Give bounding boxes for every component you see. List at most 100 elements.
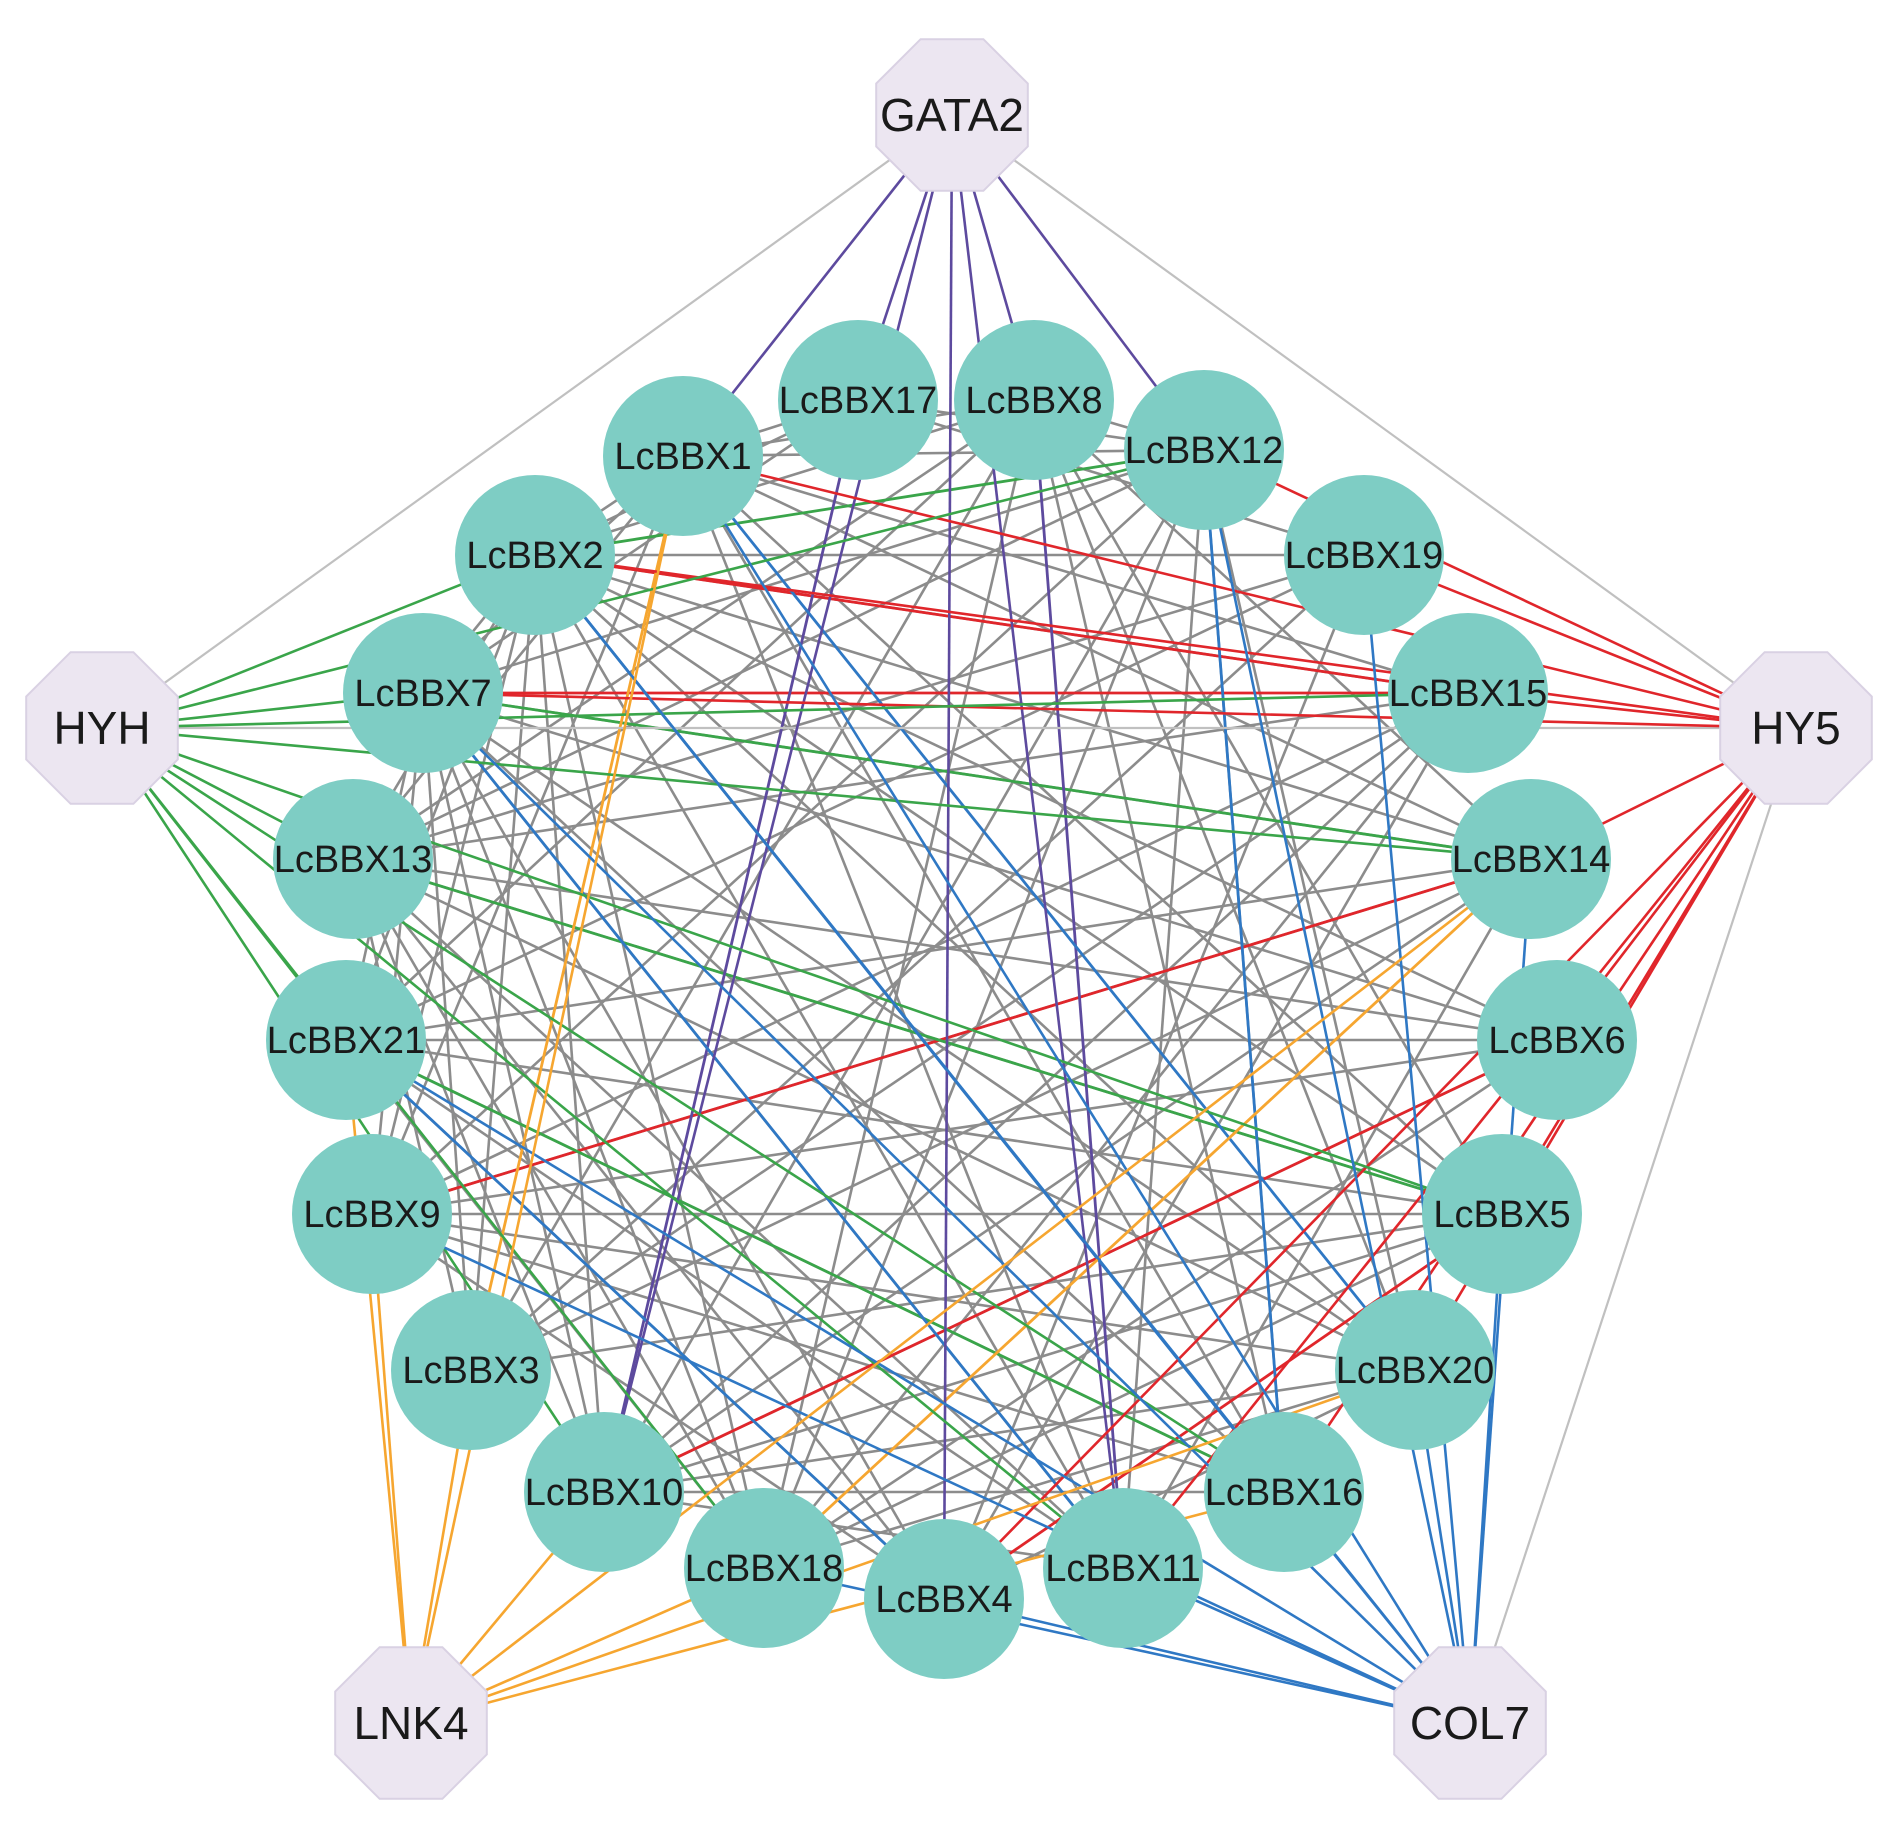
edge-lcbbx11-lcbbx10 [603, 1490, 1124, 1570]
edge-lcbbx20-lcbbx18 [763, 1368, 1416, 1570]
edge-lcbbx14-lcbbx2 [534, 553, 1532, 861]
edge-lcbbx6-lcbbx9 [371, 1038, 1558, 1216]
edge-lcbbx6-lcbbx18 [763, 1038, 1558, 1570]
edge-lnk4-lcbbx1 [409, 455, 685, 1724]
node-lcbbx3[interactable]: LcBBX3 [391, 1290, 551, 1450]
node-circle [273, 779, 433, 939]
edge-lcbbx8-lcbbx18 [762, 399, 1036, 1569]
node-lcbbx1[interactable]: LcBBX1 [603, 376, 763, 536]
edge-lcbbx1-lcbbx16 [681, 455, 1286, 1493]
edge-lcbbx16-lcbbx9 [371, 1212, 1285, 1494]
edge-lcbbx1-lcbbx13 [351, 455, 685, 860]
edge-lcbbx10-lcbbx7 [421, 692, 606, 1493]
node-lcbbx20[interactable]: LcBBX20 [1335, 1290, 1495, 1450]
node-label: LcBBX20 [1336, 1350, 1494, 1392]
edge-lcbbx11-lcbbx13 [352, 858, 1124, 1569]
edge-lcbbx17-lcbbx19 [857, 398, 1365, 557]
node-lcbbx5[interactable]: LcBBX5 [1422, 1134, 1582, 1294]
edge-lcbbx12-lcbbx10 [602, 449, 1206, 1493]
node-circle [603, 376, 763, 536]
node-lcbbx12[interactable]: LcBBX12 [1124, 370, 1284, 530]
hub-hy5[interactable]: HY5 [1719, 651, 1873, 805]
node-label: LcBBX1 [614, 436, 751, 478]
hub-hyh[interactable]: HYH [25, 651, 179, 805]
node-lcbbx18[interactable]: LcBBX18 [684, 1488, 844, 1648]
edge-lcbbx3-lcbbx2 [469, 554, 537, 1371]
node-label: LcBBX7 [354, 673, 491, 715]
octagon-icon [1393, 1646, 1547, 1800]
edge-lcbbx12-lcbbx11 [1121, 449, 1206, 1569]
edge-lcbbx12-lcbbx13 [352, 448, 1205, 861]
node-circle [1451, 779, 1611, 939]
node-circle [864, 1519, 1024, 1679]
octagon-icon [1719, 651, 1873, 805]
edge-lcbbx1-lcbbx15 [682, 454, 1469, 695]
edge-hy5-lcbbx1 [682, 454, 1797, 730]
edge-lcbbx15-lcbbx18 [762, 692, 1470, 1569]
node-lcbbx16[interactable]: LcBBX16 [1204, 1412, 1364, 1572]
edge-lcbbx20-lcbbx13 [352, 857, 1416, 1372]
node-label: LcBBX2 [466, 535, 603, 577]
edge-lcbbx13-lcbbx5 [352, 857, 1503, 1216]
edge-lcbbx21-lcbbx16 [345, 1038, 1285, 1494]
edge-lcbbx17-lcbbx7 [422, 398, 859, 695]
node-lcbbx21[interactable]: LcBBX21 [266, 960, 426, 1120]
node-lcbbx11[interactable]: LcBBX11 [1043, 1488, 1203, 1648]
edge-col7-lcbbx9 [371, 1212, 1471, 1725]
node-lcbbx9[interactable]: LcBBX9 [292, 1134, 452, 1294]
edge-lcbbx20-lcbbx2 [534, 554, 1416, 1371]
edge-lcbbx4-lcbbx5 [943, 1212, 1503, 1601]
node-label: LcBBX12 [1125, 430, 1283, 472]
edge-lcbbx11-lcbbx21 [345, 1038, 1124, 1570]
node-lcbbx13[interactable]: LcBBX13 [273, 779, 433, 939]
node-circle [1422, 1134, 1582, 1294]
node-circle [1477, 960, 1637, 1120]
edge-lcbbx8-lcbbx11 [1032, 399, 1125, 1569]
edge-lcbbx6-lcbbx2 [534, 553, 1558, 1042]
node-lcbbx17[interactable]: LcBBX17 [778, 320, 938, 480]
edge-col7-lcbbx5 [1468, 1213, 1504, 1724]
node-label: LcBBX19 [1285, 535, 1443, 577]
node-lcbbx19[interactable]: LcBBX19 [1284, 475, 1444, 635]
hub-lnk4[interactable]: LNK4 [334, 1646, 488, 1800]
node-label: LcBBX6 [1488, 1020, 1625, 1062]
node-lcbbx14[interactable]: LcBBX14 [1451, 779, 1611, 939]
octagon-icon [334, 1646, 488, 1800]
node-lcbbx6[interactable]: LcBBX6 [1477, 960, 1637, 1120]
edge-hyh-lcbbx11 [101, 726, 1124, 1570]
edge-lcbbx5-lcbbx10 [603, 1212, 1503, 1494]
octagon-icon [25, 651, 179, 805]
node-lcbbx10[interactable]: LcBBX10 [524, 1412, 684, 1572]
node-label: LcBBX21 [267, 1020, 425, 1062]
node-lcbbx7[interactable]: LcBBX7 [343, 613, 503, 773]
edge-lcbbx12-lcbbx20 [1202, 449, 1417, 1371]
edge-lcbbx3-lcbbx13 [351, 858, 473, 1371]
edge-hyh-lcbbx18 [100, 727, 766, 1569]
edge-lcbbx10-lcbbx6 [603, 1038, 1558, 1494]
edge-hy5-lcbbx2 [534, 553, 1797, 730]
edge-gata2-lcbbx4 [942, 114, 954, 1600]
edge-lcbbx2-lcbbx15 [534, 553, 1469, 695]
edge-lcbbx7-lcbbx14 [422, 691, 1532, 861]
edge-lcbbx8-lcbbx3 [469, 399, 1036, 1371]
node-label: LcBBX4 [875, 1579, 1012, 1621]
edge-lcbbx9-lcbbx7 [370, 692, 425, 1215]
edge-lcbbx9-lcbbx14 [371, 857, 1532, 1216]
node-lcbbx8[interactable]: LcBBX8 [954, 320, 1114, 480]
edge-hyh-lcbbx12 [101, 448, 1205, 730]
edge-lcbbx1-lcbbx11 [681, 455, 1125, 1569]
edge-hyh-lcbbx14 [101, 726, 1532, 861]
hub-col7[interactable]: COL7 [1393, 1646, 1547, 1800]
node-lcbbx15[interactable]: LcBBX15 [1388, 613, 1548, 773]
edge-lcbbx14-lcbbx10 [603, 857, 1532, 1494]
node-circle [292, 1134, 452, 1294]
hub-gata2[interactable]: GATA2 [875, 38, 1029, 192]
node-label: LcBBX3 [402, 1350, 539, 1392]
edge-lcbbx21-lcbbx2 [344, 554, 537, 1041]
edge-lnk4-lcbbx14 [410, 857, 1532, 1725]
node-lcbbx4[interactable]: LcBBX4 [864, 1519, 1024, 1679]
node-label: LcBBX14 [1452, 839, 1610, 881]
node-lcbbx2[interactable]: LcBBX2 [455, 475, 615, 635]
